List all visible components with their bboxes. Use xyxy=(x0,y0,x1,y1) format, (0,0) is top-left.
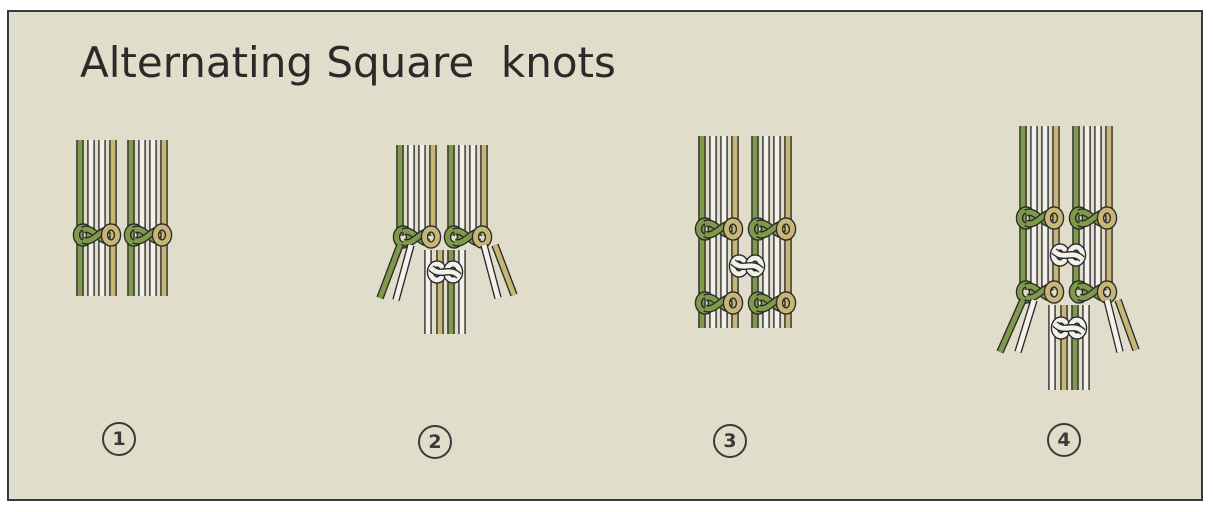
fig2-center-knot-wrap xyxy=(429,266,461,278)
fig4-knot-top-b-right-loop xyxy=(1098,207,1116,229)
fig4-outer-left-white xyxy=(1015,299,1037,353)
fig1-knot-a-right-loop xyxy=(102,224,120,246)
fig4-center-knot-2-wrap xyxy=(1053,322,1085,334)
step-3-illustration xyxy=(694,136,797,328)
step-2-label: 2 xyxy=(418,425,452,459)
fig3-knot-top-a-right-loop xyxy=(724,218,742,240)
fig4-center-knot-1-wrap xyxy=(1052,249,1084,261)
step-2-illustration xyxy=(376,145,518,334)
fig2-outer-right-white xyxy=(481,244,501,299)
diagram-panel xyxy=(7,10,1203,501)
fig2-knot-b-right-loop xyxy=(473,226,491,248)
step-1-label: 1 xyxy=(102,422,136,456)
fig2-outer-left-white xyxy=(393,244,414,301)
fig4-outer-left-green xyxy=(997,299,1026,353)
fig3-knot-top-b-right-loop xyxy=(777,218,795,240)
step-4-label: 4 xyxy=(1047,423,1081,457)
fig4-knot-mid-b-right-loop xyxy=(1098,281,1116,303)
step-3-label: 3 xyxy=(713,424,747,458)
fig3-knot-bottom-a-right-loop xyxy=(724,292,742,314)
fig4-outer-right-tan xyxy=(1115,299,1139,351)
step-4-illustration xyxy=(996,126,1140,390)
fig3-center-knot-wrap xyxy=(731,260,763,272)
fig2-outer-right-tan xyxy=(492,244,517,296)
fig2-knot-a-right-loop xyxy=(422,226,440,248)
fig4-knot-top-a-right-loop xyxy=(1045,207,1063,229)
fig2-outer-left-green xyxy=(377,244,403,299)
diagram-title: Alternating Square knots xyxy=(80,38,616,87)
fig3-knot-bottom-b-right-loop xyxy=(777,292,795,314)
fig1-knot-b-right-loop xyxy=(153,224,171,246)
fig4-outer-right-white xyxy=(1104,299,1123,353)
fig4-knot-mid-a-right-loop xyxy=(1045,281,1063,303)
step-1-illustration xyxy=(72,140,173,296)
